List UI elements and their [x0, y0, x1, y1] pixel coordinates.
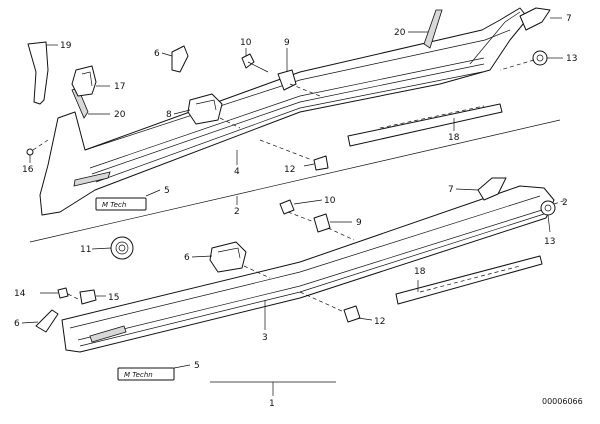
- reference-line: [29, 119, 561, 243]
- part-7-cap-upper[interactable]: [519, 7, 551, 31]
- callout-20-upper: 20: [394, 28, 406, 38]
- callout-19: 19: [60, 41, 72, 51]
- callout-2-upper: 2: [234, 207, 240, 217]
- part-10-screw-upper[interactable]: [241, 53, 255, 69]
- lower-sill-assembly: M Techn: [35, 177, 567, 381]
- emblem-lower-text: M Techn: [124, 371, 153, 379]
- part-13-grommet-upper[interactable]: [532, 50, 548, 66]
- part-20-strip-right[interactable]: [423, 9, 443, 49]
- part-10-screw-lower[interactable]: [279, 199, 295, 215]
- callout-4: 4: [234, 167, 240, 177]
- part-7-cap-lower[interactable]: [477, 177, 507, 201]
- part-12-screw-lower[interactable]: [343, 305, 361, 323]
- callout-5-lower: 5: [194, 361, 200, 371]
- callout-7-upper: 7: [566, 14, 572, 24]
- callout-8-upper: 8: [166, 110, 172, 120]
- callout-3: 3: [262, 333, 268, 343]
- callout-20-lower: 20: [114, 110, 126, 120]
- callout-15: 15: [108, 293, 119, 303]
- part-16-pin[interactable]: [26, 148, 34, 156]
- part-15-clip[interactable]: [79, 289, 97, 305]
- callout-6-mid: 6: [184, 253, 190, 263]
- callout-6-upper: 6: [154, 49, 160, 59]
- callout-1: 1: [269, 399, 275, 409]
- drawing-id: 00006066: [542, 397, 583, 406]
- callout-17: 17: [114, 82, 125, 92]
- callout-10-lower: 10: [324, 196, 336, 206]
- callout-14: 14: [14, 289, 26, 299]
- part-18-rail-upper[interactable]: [347, 103, 503, 147]
- callout-18-lower: 18: [414, 267, 426, 277]
- callout-10-upper: 10: [240, 38, 252, 48]
- callout-2-lower: 2: [562, 198, 568, 208]
- emblem-lower[interactable]: [117, 367, 175, 381]
- part-19-trim[interactable]: [27, 41, 49, 105]
- callout-5-upper: 5: [164, 186, 170, 196]
- upper-sill-panel[interactable]: [39, 7, 529, 216]
- emblem-upper[interactable]: [95, 197, 147, 211]
- callouts: 1 2 2 3 4 5 5 6 6 6 7 7 8 9 9 10 10 11 1…: [14, 14, 583, 409]
- callout-16: 16: [22, 165, 34, 175]
- part-12-screw-upper[interactable]: [313, 155, 329, 171]
- callout-9-lower: 9: [356, 218, 362, 228]
- part-14-screw[interactable]: [57, 287, 69, 299]
- emblem-upper-text: M Tech: [102, 201, 126, 209]
- part-6-trim-lower[interactable]: [35, 309, 59, 333]
- callout-11: 11: [80, 245, 91, 255]
- callout-13-upper: 13: [566, 54, 577, 64]
- part-8-block-lower[interactable]: [209, 241, 247, 273]
- upper-sill-assembly: M Tech: [26, 7, 563, 216]
- part-17-bracket[interactable]: [71, 65, 97, 97]
- callout-9-upper: 9: [284, 38, 290, 48]
- callout-18-upper: 18: [448, 133, 460, 143]
- part-9-clip-lower[interactable]: [313, 213, 331, 233]
- part-6-clip-upper[interactable]: [171, 45, 189, 73]
- callout-12-upper: 12: [284, 165, 295, 175]
- part-18-rail-lower[interactable]: [395, 255, 543, 305]
- callout-6-lower: 6: [14, 319, 20, 329]
- part-13-grommet-lower[interactable]: [540, 200, 556, 216]
- part-11-grommet[interactable]: [110, 236, 134, 260]
- callout-7-lower: 7: [448, 185, 454, 195]
- lower-sill-panel[interactable]: [61, 185, 555, 353]
- callout-13-lower: 13: [544, 237, 555, 247]
- part-8-block-upper[interactable]: [187, 93, 223, 125]
- callout-12-lower: 12: [374, 317, 385, 327]
